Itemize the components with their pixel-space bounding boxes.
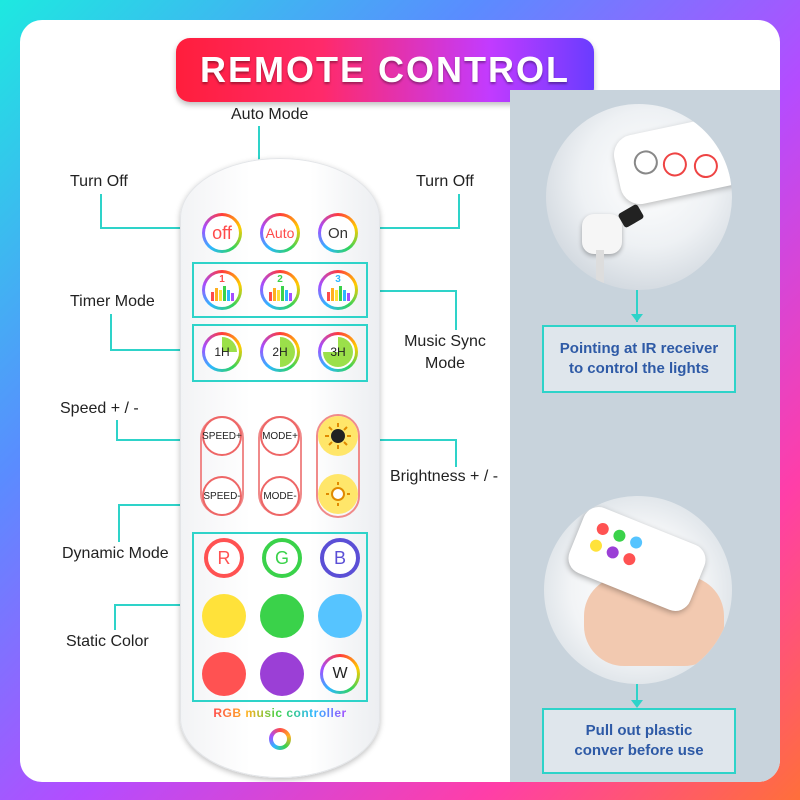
connector-line [114,604,198,606]
label-music-sync-line1: Music Sync [404,333,486,350]
music-sync-group [192,262,368,318]
sun-dark-icon [325,423,351,449]
label-music-sync: Music Sync Mode [400,333,490,373]
label-timer-mode: Timer Mode [70,293,155,310]
brightness-pill [316,414,360,518]
product-card: REMOTE CONTROL Auto Mode Turn Off Turn O… [20,20,780,782]
connector-line [110,349,198,351]
red-dynamic-button[interactable]: R [204,538,244,578]
connector-line [114,604,116,630]
arrow-down-icon [631,314,643,322]
speed-minus-button[interactable]: SPEED- [202,476,242,516]
music-sync-3-button[interactable]: 3 [318,270,358,310]
green-color-button[interactable] [260,594,304,638]
connector-line [458,194,460,228]
music-sync-2-button[interactable]: 2 [260,270,300,310]
label-brightness: Brightness + / - [390,468,499,485]
connector-line [116,420,118,440]
equalizer-icon [327,286,350,301]
label-music-sync-line2: Mode [424,355,466,372]
timer-3h-button[interactable]: 3H [318,332,358,372]
blue-dynamic-button[interactable]: B [320,538,360,578]
equalizer-icon [269,286,292,301]
music-sync-1-button[interactable]: 1 [202,270,242,310]
hand-remote-photo [544,496,732,684]
connector-line [116,439,198,441]
brightness-plus-button[interactable] [318,416,358,456]
connector-line [455,290,457,330]
label-auto-mode: Auto Mode [231,106,309,123]
ir-info-line1: Pointing at IR receiver [559,340,719,357]
on-button[interactable]: On [318,213,358,253]
label-static-color: Static Color [66,633,149,650]
plastic-info-line1: Pull out plastic [585,722,693,739]
brightness-minus-button[interactable] [318,474,358,514]
arrow-down-icon [631,700,643,708]
purple-color-button[interactable] [260,652,304,696]
brand-logo-icon [269,728,291,750]
white-color-button[interactable]: W [320,654,360,694]
label-turn-off-right: Turn Off [416,173,474,190]
red-color-button[interactable] [202,652,246,696]
ir-info-box: Pointing at IR receiver to control the l… [542,325,736,393]
green-dynamic-button[interactable]: G [262,538,302,578]
color-group [192,532,368,702]
connector-line [100,227,212,229]
page-title: REMOTE CONTROL [200,49,570,90]
connector-line [636,290,638,322]
timer-fill-icon [207,337,237,367]
connector-line [636,684,638,704]
ir-info-line2: to control the lights [568,360,709,377]
brand-text: RGB music controller [213,706,347,720]
connector-line [354,227,460,229]
timer-2h-button[interactable]: 2H [260,332,300,372]
label-speed: Speed + / - [60,400,139,417]
yellow-color-button[interactable] [202,594,246,638]
mode-minus-button[interactable]: MODE- [260,476,300,516]
sky-color-button[interactable] [318,594,362,638]
auto-button[interactable]: Auto [260,213,300,253]
connector-line [355,439,457,441]
connector-line [110,314,112,350]
connector-line [455,439,457,467]
label-turn-off-left: Turn Off [70,173,128,190]
connector-line [367,290,457,292]
sun-light-icon [326,482,350,506]
plastic-info-line2: conver before use [574,742,704,759]
timer-fill-icon [265,337,295,367]
remote-mini-icon [610,110,732,208]
connector-line [100,194,102,228]
timer-1h-button[interactable]: 1H [202,332,242,372]
ir-receiver-icon [582,214,622,254]
label-dynamic-mode: Dynamic Mode [62,545,169,562]
equalizer-icon [211,286,234,301]
remote-control-body: off Auto On 1 2 [180,158,380,778]
timer-group [192,324,368,382]
ir-receiver-photo [546,104,732,290]
title-banner: REMOTE CONTROL [176,38,594,102]
speed-plus-button[interactable]: SPEED+ [202,416,242,456]
connector-line [118,504,198,506]
connector-line [118,504,120,542]
mode-plus-button[interactable]: MODE+ [260,416,300,456]
off-button[interactable]: off [202,213,242,253]
plastic-info-box: Pull out plastic conver before use [542,708,736,774]
timer-fill-icon [323,337,353,367]
